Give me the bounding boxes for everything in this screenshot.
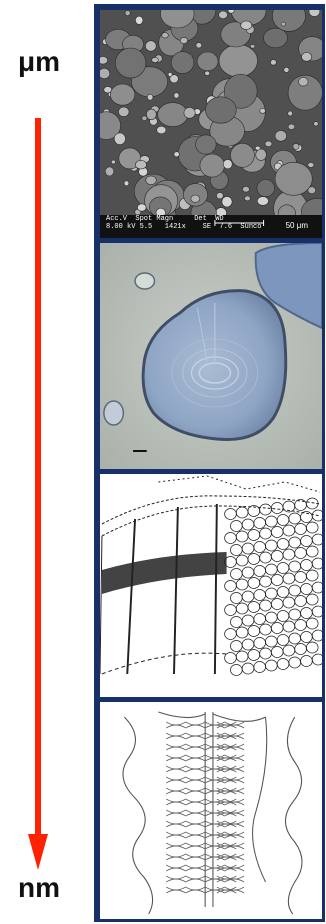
- sem-info-line1: Acc.V Spot Magn Det WD: [106, 215, 224, 223]
- sem-info-text: Acc.V Spot Magn Det WD 8.00 kV 5.5 1421x…: [106, 215, 261, 231]
- sem-info-line2: 8.00 kV 5.5 1421x SE 7.6 Sunco: [106, 223, 261, 231]
- panel-stack: Acc.V Spot Magn Det WD 8.00 kV 5.5 1421x…: [94, 4, 325, 922]
- down-arrow-icon: [28, 118, 48, 870]
- granule-micrograph-image: [100, 243, 322, 469]
- helix-drawing-panel: [100, 702, 322, 919]
- sem-image-panel: Acc.V Spot Magn Det WD 8.00 kV 5.5 1421x…: [100, 10, 322, 238]
- micrograph-panel: [100, 243, 322, 469]
- sem-scale-text: 50 μm: [286, 221, 308, 230]
- sem-granules-image: [100, 10, 322, 238]
- helix-structure-drawing: [100, 702, 322, 919]
- scale-top-label: μm: [0, 46, 78, 78]
- membrane-structure-drawing: [100, 474, 322, 697]
- membrane-drawing-panel: [100, 474, 322, 697]
- scale-bottom-label: nm: [0, 872, 78, 904]
